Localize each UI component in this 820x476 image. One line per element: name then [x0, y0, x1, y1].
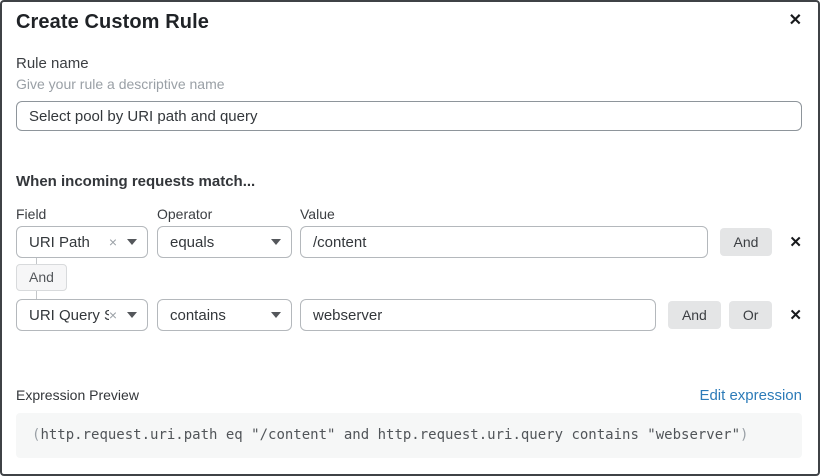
- expression-preview-section: Expression Preview Edit expression (http…: [16, 387, 802, 458]
- clear-selection-icon[interactable]: ×: [108, 234, 117, 250]
- field-select-value: URI Path: [29, 233, 90, 251]
- remove-condition-icon[interactable]: ✕: [789, 233, 802, 251]
- operator-select[interactable]: equals: [157, 226, 292, 258]
- condition-row: URI Path × equals And ✕: [16, 226, 802, 258]
- operator-select[interactable]: contains: [157, 299, 292, 331]
- logic-connector: And: [16, 258, 802, 299]
- page-title: Create Custom Rule: [16, 11, 209, 33]
- field-select-value: URI Query St...: [29, 306, 109, 324]
- chevron-down-icon: [127, 312, 137, 318]
- edit-expression-link[interactable]: Edit expression: [699, 387, 802, 404]
- dialog-header: Create Custom Rule ✕: [16, 2, 802, 34]
- match-section: When incoming requests match... Field Op…: [16, 173, 802, 331]
- rule-name-input[interactable]: [16, 101, 802, 131]
- clear-selection-icon[interactable]: ×: [108, 307, 117, 323]
- condition-column-labels: Field Operator Value: [16, 206, 802, 222]
- expression-preview-header: Expression Preview Edit expression: [16, 387, 802, 404]
- remove-condition-icon[interactable]: ✕: [789, 306, 802, 324]
- connector-line: [36, 291, 37, 299]
- chevron-down-icon: [271, 312, 281, 318]
- field-column-label: Field: [16, 206, 47, 222]
- connector-and-chip[interactable]: And: [16, 264, 67, 291]
- condition-row: URI Query St... × contains And Or ✕: [16, 299, 802, 331]
- rule-name-helper: Give your rule a descriptive name: [16, 76, 225, 92]
- expression-paren-open: (: [32, 427, 41, 443]
- add-or-condition-button[interactable]: Or: [728, 301, 773, 329]
- rule-name-section: Rule name Give your rule a descriptive n…: [16, 55, 802, 131]
- expression-preview-label: Expression Preview: [16, 387, 139, 403]
- chevron-down-icon: [127, 239, 137, 245]
- match-section-heading: When incoming requests match...: [16, 173, 256, 190]
- value-input[interactable]: [300, 226, 708, 258]
- connector-line: [36, 258, 37, 264]
- operator-select-value: contains: [170, 306, 226, 324]
- close-icon[interactable]: ✕: [788, 12, 802, 29]
- expression-code-block: (http.request.uri.path eq "/content" and…: [16, 413, 802, 458]
- field-select[interactable]: URI Path ×: [16, 226, 148, 258]
- operator-select-value: equals: [170, 233, 215, 251]
- chevron-down-icon: [271, 239, 281, 245]
- expression-text: http.request.uri.path eq "/content" and …: [40, 427, 741, 443]
- add-and-condition-button[interactable]: And: [719, 228, 773, 256]
- operator-column-label: Operator: [157, 206, 213, 222]
- rule-name-label: Rule name: [16, 55, 89, 72]
- field-select[interactable]: URI Query St... ×: [16, 299, 148, 331]
- add-and-condition-button[interactable]: And: [667, 301, 721, 329]
- value-column-label: Value: [300, 206, 335, 222]
- value-input[interactable]: [300, 299, 656, 331]
- expression-paren-close: ): [740, 427, 749, 443]
